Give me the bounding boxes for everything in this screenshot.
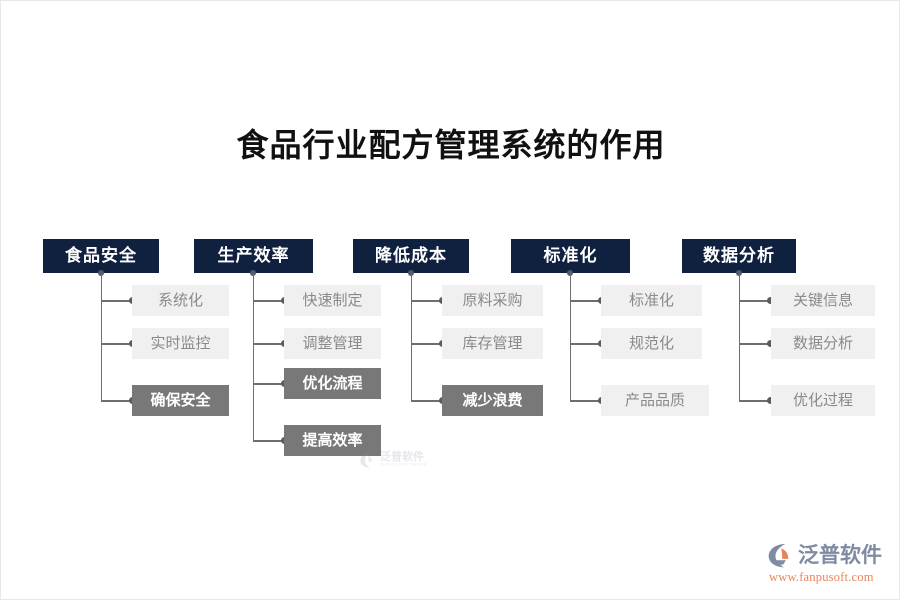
branch-child[interactable]: 标准化 xyxy=(601,285,702,316)
branch-spur xyxy=(252,343,285,345)
branch-spur xyxy=(252,300,285,302)
branch-node-dot xyxy=(767,397,774,404)
branch-spur xyxy=(410,300,443,302)
branch-spur xyxy=(100,400,133,402)
branch-child[interactable]: 优化流程 xyxy=(284,368,381,399)
branch-child[interactable]: 减少浪费 xyxy=(442,385,543,416)
branch-trunk xyxy=(569,273,571,401)
branch-child[interactable]: 确保安全 xyxy=(132,385,229,416)
branch-child[interactable]: 快速制定 xyxy=(284,285,381,316)
brand-logo: 泛普软件 www.fanpusoft.com xyxy=(767,541,891,585)
branch-spur xyxy=(569,300,602,302)
branch-trunk xyxy=(410,273,412,401)
branch-child[interactable]: 库存管理 xyxy=(442,328,543,359)
branch-spur xyxy=(252,383,285,385)
branch-spur xyxy=(738,400,771,402)
branch-child[interactable]: 产品品质 xyxy=(601,385,709,416)
branch-trunk xyxy=(738,273,740,401)
branch-child[interactable]: 系统化 xyxy=(132,285,229,316)
branch-spur xyxy=(252,440,285,442)
branch-header[interactable]: 标准化 xyxy=(511,239,630,273)
branch-spur xyxy=(410,400,443,402)
branch-child[interactable]: 数据分析 xyxy=(771,328,875,359)
brand-name-cn: 泛普软件 xyxy=(798,543,882,567)
brand-row: 泛普软件 xyxy=(767,541,891,569)
branch-spur xyxy=(410,343,443,345)
branch-spur xyxy=(100,343,133,345)
branch-child[interactable]: 关键信息 xyxy=(771,285,875,316)
page-title: 食品行业配方管理系统的作用 xyxy=(236,127,666,163)
branch-node-dot xyxy=(767,297,774,304)
branch-child[interactable]: 原料采购 xyxy=(442,285,543,316)
branch-child[interactable]: 规范化 xyxy=(601,328,702,359)
branch-child[interactable]: 提高效率 xyxy=(284,425,381,456)
branch-spur xyxy=(738,343,771,345)
brand-url: www.fanpusoft.com xyxy=(769,570,874,584)
branch-spur xyxy=(569,343,602,345)
branch-child[interactable]: 优化过程 xyxy=(771,385,875,416)
branch-trunk xyxy=(100,273,102,401)
fanpu-logo-icon xyxy=(768,543,789,567)
branch-trunk xyxy=(252,273,254,441)
branch-node-dot xyxy=(767,340,774,347)
branch-child[interactable]: 调整管理 xyxy=(284,328,381,359)
branch-spur xyxy=(569,400,602,402)
branch-child[interactable]: 实时监控 xyxy=(132,328,229,359)
branch-spur xyxy=(738,300,771,302)
branch-spur xyxy=(100,300,133,302)
branch-header[interactable]: 生产效率 xyxy=(194,239,313,273)
branch-header[interactable]: 数据分析 xyxy=(682,239,796,273)
branch-header[interactable]: 食品安全 xyxy=(43,239,159,273)
branch-header[interactable]: 降低成本 xyxy=(353,239,469,273)
